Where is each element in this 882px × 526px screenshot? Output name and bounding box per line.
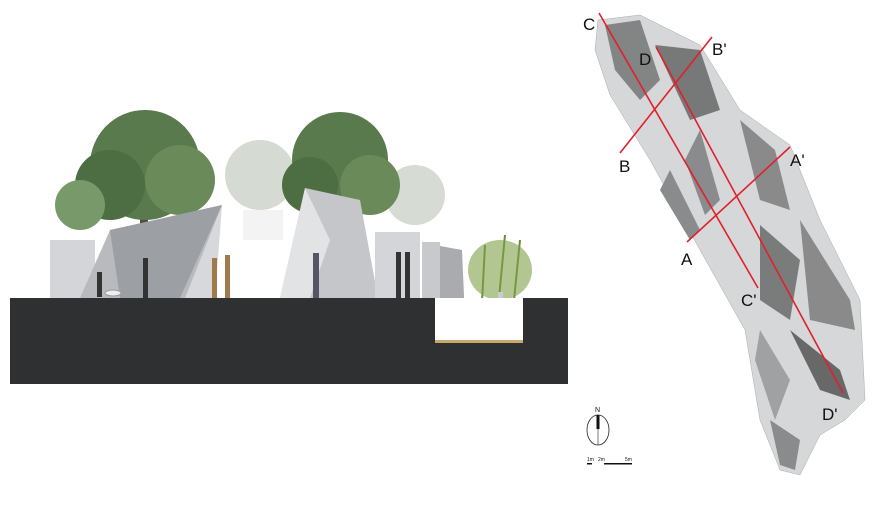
site-plan <box>594 14 866 476</box>
svg-text:5m: 5m <box>625 457 632 463</box>
section-lines <box>598 12 844 394</box>
background-trees <box>225 140 445 240</box>
label-b-prime: B' <box>712 40 727 59</box>
section-line-a <box>686 146 791 243</box>
north-arrow: N <box>586 407 610 446</box>
svg-text:1m: 1m <box>587 457 594 463</box>
pavilion-walls <box>50 188 466 342</box>
section-line-b <box>619 36 713 154</box>
label-a: A <box>681 250 693 269</box>
scale-bar: 1m 2m 5m <box>587 457 632 465</box>
tree-left <box>55 110 215 240</box>
section-elevation <box>10 110 568 384</box>
section-line-d <box>655 46 844 394</box>
north-label: N <box>595 407 600 414</box>
section-line-c <box>598 12 759 289</box>
svg-text:2m: 2m <box>598 457 605 463</box>
sunken-court <box>432 298 526 342</box>
label-a-prime: A' <box>790 151 805 170</box>
label-c-prime: C' <box>741 291 757 310</box>
label-d: D <box>639 50 651 69</box>
plan-outline <box>594 14 866 476</box>
label-c: C <box>583 15 595 34</box>
label-b: B <box>619 157 630 176</box>
label-d-prime: D' <box>822 405 838 424</box>
